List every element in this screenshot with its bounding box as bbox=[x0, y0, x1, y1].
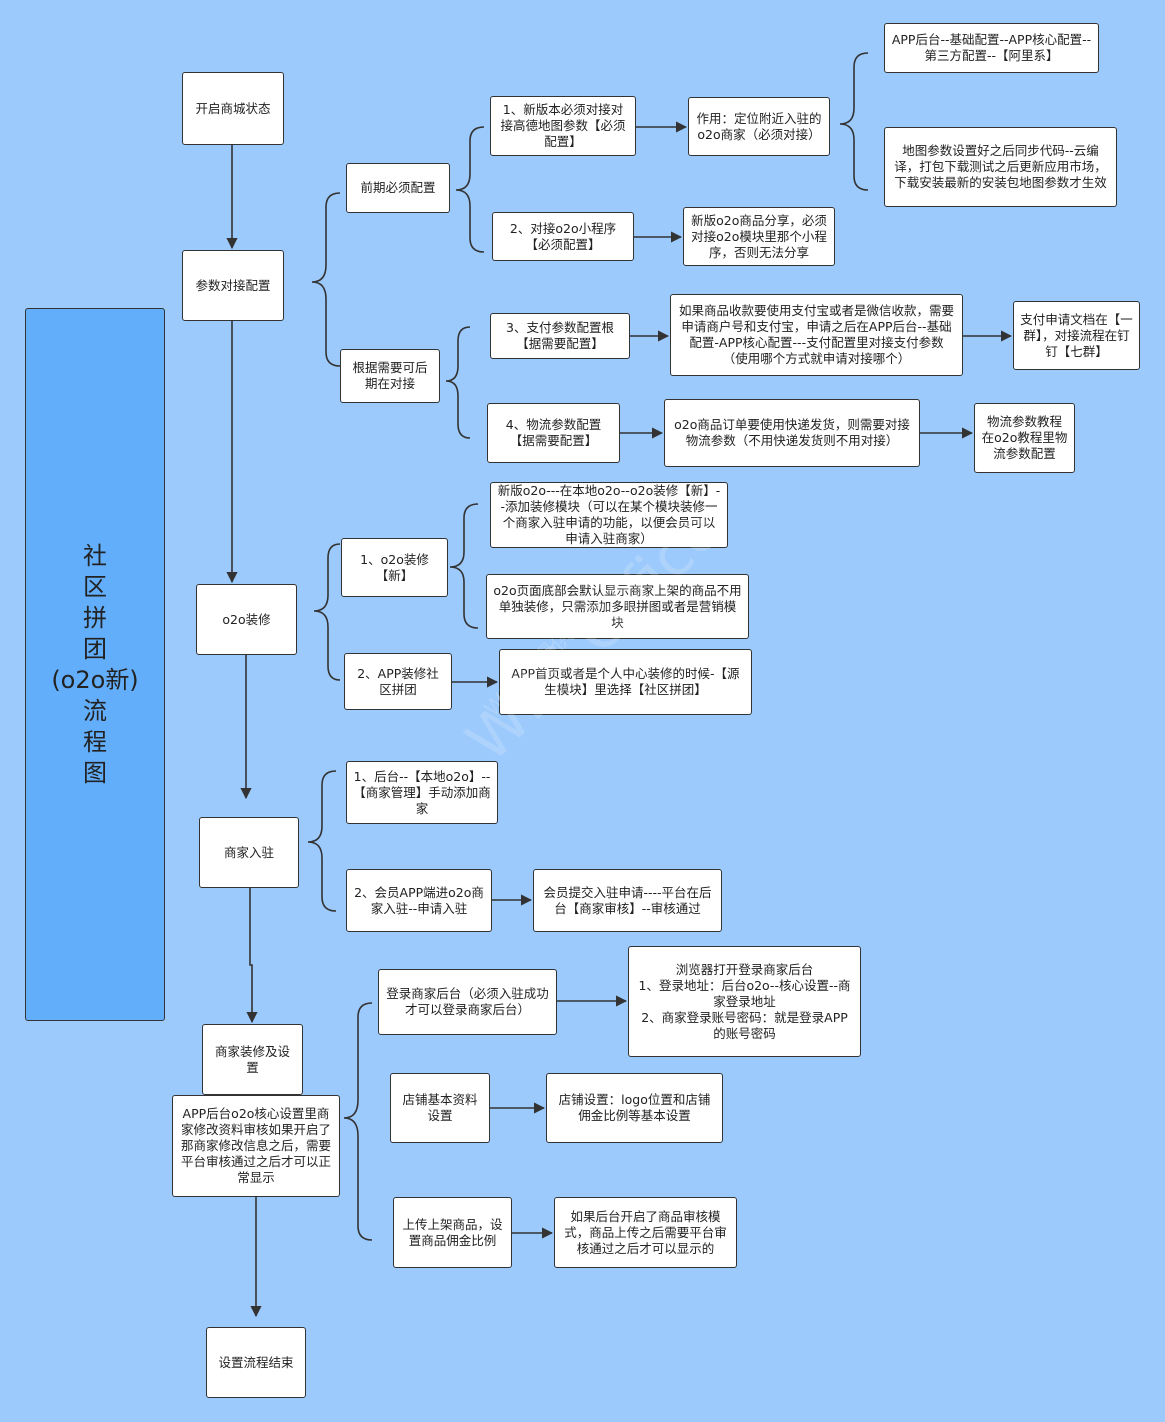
node-payment[interactable]: 3、支付参数配置根【据需要配置】 bbox=[490, 313, 630, 359]
node-payment-note[interactable]: 如果商品收款要使用支付宝或者是微信收款，需要申请商户号和支付宝，申请之后在APP… bbox=[670, 294, 963, 376]
node-logistics-doc[interactable]: 物流参数教程在o2o教程里物流参数配置 bbox=[974, 403, 1075, 473]
node-early-required[interactable]: 前期必须配置 bbox=[346, 163, 450, 213]
brace-merchant bbox=[343, 1002, 373, 1241]
node-miniprogram[interactable]: 2、对接o2o小程序【必须配置】 bbox=[492, 212, 634, 261]
node-backend-add[interactable]: 1、后台--【本地o2o】--【商家管理】手动添加商家 bbox=[346, 761, 498, 824]
node-miniprogram-note[interactable]: 新版o2o商品分享，必须对接o2o模块里那个小程序，否则无法分享 bbox=[683, 207, 835, 266]
node-app-decor-note[interactable]: APP首页或者是个人中心装修的时候-【源生模块】里选择【社区拼团】 bbox=[499, 649, 752, 715]
node-payment-doc[interactable]: 支付申请文档在【一群】，对接流程在钉钉【七群】 bbox=[1013, 301, 1140, 370]
brace-param bbox=[311, 192, 341, 367]
node-login[interactable]: 登录商家后台（必须入驻成功才可以登录商家后台） bbox=[378, 969, 557, 1035]
node-member-apply-note[interactable]: 会员提交入驻申请----平台在后台【商家审核】--审核通过 bbox=[533, 869, 722, 932]
node-merchant-decor[interactable]: 商家装修及设置 bbox=[202, 1024, 303, 1095]
node-amap-effect[interactable]: 作用：定位附近入驻的o2o商家（必须对接） bbox=[688, 97, 830, 156]
node-store-info[interactable]: 店铺基本资料设置 bbox=[390, 1073, 490, 1143]
node-open-mall[interactable]: 开启商城状态 bbox=[182, 72, 284, 145]
node-member-apply[interactable]: 2、会员APP端进o2o商家入驻--申请入驻 bbox=[346, 869, 492, 932]
node-new-decor[interactable]: 1、o2o装修【新】 bbox=[341, 538, 448, 597]
node-logistics[interactable]: 4、物流参数配置【据需要配置】 bbox=[487, 403, 620, 463]
node-approval-note[interactable]: APP后台o2o核心设置里商家修改资料审核如果开启了那商家修改信息之后，需要平台… bbox=[172, 1095, 340, 1197]
node-upload-goods-note[interactable]: 如果后台开启了商品审核模式，商品上传之后需要平台审核通过之后才可以显示的 bbox=[554, 1197, 737, 1268]
node-login-note[interactable]: 浏览器打开登录商家后台 1、登录地址：后台o2o--核心设置--商家登录地址 2… bbox=[628, 946, 861, 1057]
node-on-demand[interactable]: 根据需要可后期在对接 bbox=[340, 349, 440, 403]
node-o2o-decor[interactable]: o2o装修 bbox=[196, 584, 297, 655]
brace-join bbox=[307, 770, 337, 912]
brace-ondemand bbox=[445, 326, 471, 439]
brace-early bbox=[455, 126, 485, 253]
title-panel: 社 区 拼 团 (o2o新) 流 程 图 bbox=[25, 308, 165, 1021]
node-new-decor-note2[interactable]: o2o页面底部会默认显示商家上架的商品不用单独装修，只需添加多眼拼图或者是营销模… bbox=[486, 574, 749, 639]
node-store-info-note[interactable]: 店铺设置：logo位置和店铺佣金比例等基本设置 bbox=[546, 1073, 723, 1143]
node-merchant-join[interactable]: 商家入驻 bbox=[199, 817, 299, 888]
node-amap-note[interactable]: 地图参数设置好之后同步代码--云编译，打包下载测试之后更新应用市场，下载安装最新… bbox=[884, 127, 1117, 207]
diagram-title: 社 区 拼 团 (o2o新) 流 程 图 bbox=[51, 541, 139, 787]
brace-newdecor bbox=[449, 503, 479, 629]
node-logistics-note[interactable]: o2o商品订单要使用快递发货，则需要对接物流参数（不用快递发货则不用对接） bbox=[664, 399, 920, 467]
node-param-config[interactable]: 参数对接配置 bbox=[182, 250, 284, 321]
arrow-join-to-merchant bbox=[246, 888, 258, 1024]
node-new-decor-note1[interactable]: 新版o2o---在本地o2o--o2o装修【新】--添加装修模块（可以在某个模块… bbox=[490, 482, 728, 548]
brace-decor bbox=[313, 543, 341, 681]
brace-amap bbox=[839, 52, 869, 191]
node-amap-path[interactable]: APP后台--基础配置--APP核心配置--第三方配置--【阿里系】 bbox=[884, 23, 1099, 73]
node-upload-goods[interactable]: 上传上架商品，设置商品佣金比例 bbox=[393, 1197, 512, 1268]
node-app-decor[interactable]: 2、APP装修社区拼团 bbox=[344, 653, 452, 710]
node-amap[interactable]: 1、新版本必须对接对接高德地图参数【必须配置】 bbox=[490, 96, 636, 156]
node-end[interactable]: 设置流程结束 bbox=[206, 1327, 306, 1398]
